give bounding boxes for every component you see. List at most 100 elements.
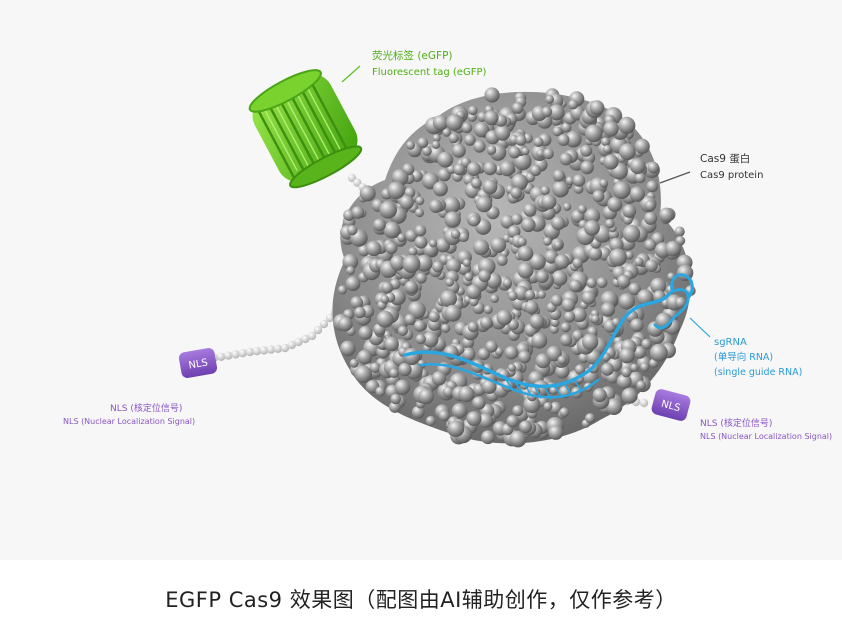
protein-bead (634, 172, 646, 184)
protein-bead (572, 257, 583, 269)
protein-bead (376, 310, 394, 328)
protein-bead (513, 285, 529, 301)
protein-bead (366, 240, 382, 257)
protein-bead (397, 233, 406, 242)
protein-bead (445, 277, 454, 287)
protein-bead (628, 282, 641, 296)
protein-bead (414, 235, 428, 249)
protein-bead (461, 347, 476, 362)
protein-bead (636, 380, 647, 391)
egfp-leader-line (341, 65, 361, 83)
protein-bead (340, 340, 356, 357)
protein-bead (659, 207, 674, 223)
protein-bead (471, 177, 482, 189)
protein-bead (504, 345, 519, 360)
protein-bead (568, 99, 578, 110)
linker-bead (245, 347, 255, 357)
protein-bead (357, 349, 373, 365)
protein-bead (506, 415, 519, 428)
diagram-canvas: NLS NLS 荧光标签 (eGFP) Fluorescent tag (eGF… (63, 49, 832, 448)
protein-bead (338, 316, 353, 332)
protein-bead (444, 304, 462, 322)
protein-bead (438, 410, 450, 422)
protein-bead (384, 336, 399, 352)
protein-bead (565, 176, 575, 186)
protein-bead (369, 362, 381, 374)
protein-bead (458, 386, 475, 403)
linker-nls-left (209, 301, 345, 363)
protein-bead (337, 285, 348, 295)
protein-bead (429, 239, 438, 248)
protein-bead (432, 134, 441, 142)
protein-bead (515, 134, 527, 146)
protein-bead (404, 280, 418, 294)
protein-bead (437, 151, 454, 168)
protein-bead (645, 259, 658, 273)
protein-bead (523, 396, 541, 414)
linker-bead (301, 334, 310, 344)
protein-bead (596, 277, 608, 288)
protein-bead (468, 215, 480, 227)
protein-bead (557, 134, 570, 146)
protein-bead (373, 218, 386, 232)
protein-bead (451, 403, 468, 419)
protein-bead (349, 358, 359, 368)
protein-bead (559, 407, 570, 418)
protein-bead (472, 396, 486, 410)
protein-bead (644, 239, 657, 251)
diagram-figure: NLS NLS 荧光标签 (eGFP) Fluorescent tag (eGF… (63, 49, 833, 448)
protein-bead (536, 270, 549, 284)
protein-bead (467, 321, 479, 333)
protein-bead (458, 232, 469, 243)
linker-bead (639, 398, 649, 408)
protein-bead (375, 386, 386, 397)
linker-bead (294, 337, 303, 347)
protein-bead (490, 237, 507, 254)
protein-bead (478, 413, 494, 429)
protein-bead (545, 95, 555, 104)
protein-bead (529, 253, 546, 270)
protein-bead (584, 220, 600, 236)
protein-bead (537, 290, 546, 299)
protein-bead (574, 364, 586, 375)
protein-bead (447, 420, 465, 437)
protein-bead (634, 257, 644, 267)
protein-bead (531, 332, 548, 349)
protein-bead (609, 248, 627, 267)
protein-bead (478, 269, 491, 283)
protein-bead (616, 374, 632, 389)
linker-bead (238, 349, 247, 358)
protein-bead (402, 255, 421, 273)
sgrna-label-line2: (单导向 RNA) (714, 351, 773, 363)
protein-bead (450, 229, 461, 239)
protein-bead (644, 200, 656, 212)
protein-bead (418, 388, 435, 405)
protein-bead (389, 368, 399, 378)
protein-bead (462, 258, 471, 267)
protein-bead (565, 130, 582, 148)
protein-bead (580, 144, 593, 157)
protein-bead (415, 208, 424, 218)
protein-bead (546, 345, 562, 362)
linker-bead (319, 319, 329, 329)
protein-bead (484, 110, 499, 126)
protein-bead (549, 324, 559, 334)
protein-bead (444, 211, 461, 228)
protein-bead (413, 320, 426, 332)
protein-bead (345, 276, 361, 291)
protein-bead (548, 104, 565, 121)
protein-bead (354, 365, 373, 384)
protein-bead (603, 145, 612, 154)
protein-bead (519, 420, 532, 434)
protein-bead (415, 333, 426, 345)
nls-right-badge-text: NLS (660, 399, 682, 415)
protein-bead (644, 211, 658, 225)
protein-bead (603, 121, 619, 137)
protein-bead (580, 160, 594, 175)
protein-bead (548, 425, 564, 440)
nls-left-label-zh: NLS (核定位信号) (110, 402, 182, 414)
linker-bead (217, 352, 226, 361)
protein-bead (616, 274, 631, 289)
protein-bead (473, 239, 490, 256)
protein-bead (350, 296, 364, 309)
